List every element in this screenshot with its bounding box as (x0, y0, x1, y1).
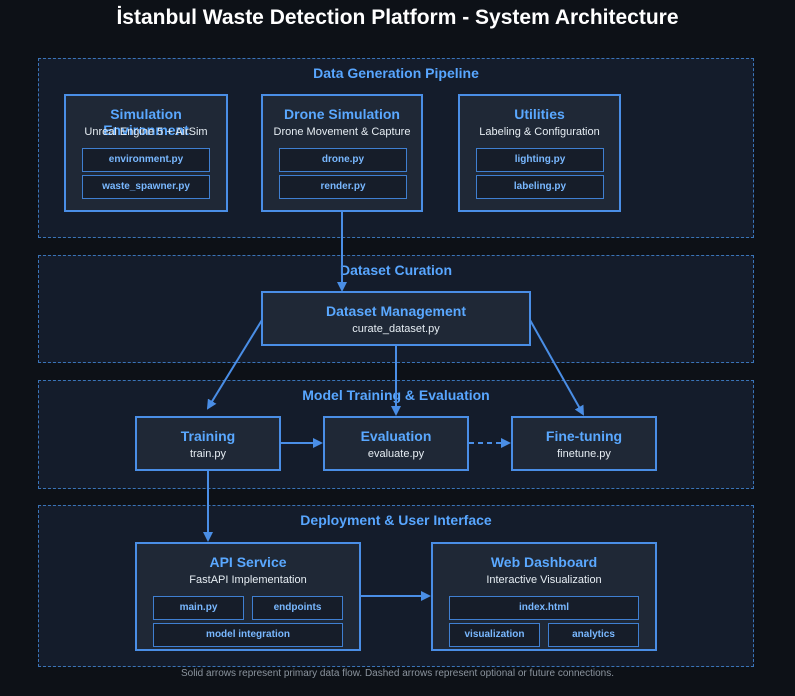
box-subtitle: Drone Movement & Capture (273, 126, 411, 138)
training-box: Training train.py (135, 416, 281, 471)
section-label: Model Training & Evaluation (302, 387, 490, 403)
box-title: Evaluation (360, 428, 432, 444)
file-analytics: analytics (548, 623, 639, 647)
box-subtitle: FastAPI Implementation (189, 574, 307, 586)
legend-note: Solid arrows represent primary data flow… (181, 668, 614, 679)
file-index-html: index.html (449, 596, 639, 620)
section-label: Data Generation Pipeline (313, 65, 479, 81)
fine-tuning-box: Fine-tuning finetune.py (511, 416, 657, 471)
box-subtitle: train.py (189, 448, 227, 460)
api-service-box: API Service FastAPI Implementation main.… (135, 542, 361, 651)
box-title: Fine-tuning (545, 428, 623, 444)
file-environment-py: environment.py (82, 148, 210, 172)
box-title: Drone Simulation (284, 106, 400, 122)
file-waste-spawner-py: waste_spawner.py (82, 175, 210, 199)
box-title: Dataset Management (325, 303, 467, 319)
file-main-py: main.py (153, 596, 244, 620)
utilities-box: Utilities Labeling & Configuration light… (458, 94, 621, 212)
box-subtitle: evaluate.py (367, 448, 425, 460)
box-title: Web Dashboard (490, 554, 598, 570)
box-title: Training (180, 428, 236, 444)
box-title: API Service (209, 554, 287, 570)
drone-simulation-box: Drone Simulation Drone Movement & Captur… (261, 94, 423, 212)
file-visualization: visualization (449, 623, 540, 647)
file-model-integration: model integration (153, 623, 343, 647)
file-drone-py: drone.py (279, 148, 407, 172)
simulation-environment-box: Simulation Environment Unreal Engine 5 +… (64, 94, 228, 212)
box-title: Simulation Environment (103, 106, 189, 138)
dataset-management-box: Dataset Management curate_dataset.py (261, 291, 531, 346)
section-label: Deployment & User Interface (300, 512, 492, 528)
web-dashboard-box: Web Dashboard Interactive Visualization … (431, 542, 657, 651)
file-endpoints: endpoints (252, 596, 343, 620)
diagram-title: İstanbul Waste Detection Platform - Syst… (116, 6, 679, 29)
file-render-py: render.py (279, 175, 407, 199)
box-subtitle: curate_dataset.py (352, 323, 440, 335)
box-subtitle: Interactive Visualization (486, 574, 602, 586)
box-title: Utilities (514, 106, 565, 122)
evaluation-box: Evaluation evaluate.py (323, 416, 469, 471)
file-lighting-py: lighting.py (476, 148, 604, 172)
section-label: Dataset Curation (339, 262, 453, 278)
box-subtitle: Unreal Engine 5 + AirSim (84, 126, 208, 138)
file-labeling-py: labeling.py (476, 175, 604, 199)
box-subtitle: Labeling & Configuration (479, 126, 600, 138)
box-subtitle: finetune.py (557, 448, 611, 460)
